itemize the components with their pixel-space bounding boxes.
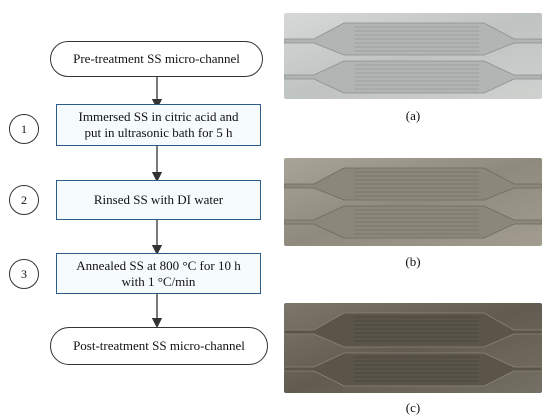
step-1-number: 1 [9, 114, 39, 144]
photo-a-channel-lower [284, 60, 542, 94]
step-1-line1: Immersed SS in citric acid and [78, 109, 239, 124]
photo-c-image [284, 303, 542, 393]
step-3-line1: Annealed SS at 800 °C for 10 h [76, 257, 241, 273]
photo-b-image [284, 158, 542, 246]
photo-c [284, 303, 542, 393]
photo-b [284, 158, 542, 246]
step-2-number: 2 [9, 185, 39, 215]
photo-a-image [284, 13, 542, 99]
start-node-label: Pre-treatment SS micro-channel [73, 51, 240, 66]
photo-b-channel-upper [284, 167, 542, 201]
caption-c: (c) [405, 400, 421, 415]
step-3-box: Annealed SS at 800 °C for 10 h with 1 °C… [56, 253, 261, 294]
end-node-label: Post-treatment SS micro-channel [73, 338, 245, 353]
caption-b: (b) [405, 254, 421, 269]
caption-a: (a) [405, 108, 421, 123]
photo-c-channel-upper [284, 312, 542, 348]
step-2-line1: Rinsed SS with DI water [93, 192, 224, 207]
photo-a-channel-upper [284, 22, 542, 56]
step-1-box: Immersed SS in citric acid and put in ul… [56, 104, 261, 146]
step-2-box: Rinsed SS with DI water [56, 180, 261, 220]
photo-a [284, 13, 542, 99]
photo-b-channel-lower [284, 205, 542, 239]
end-node: Post-treatment SS micro-channel [50, 327, 268, 365]
step-3-line2: with 1 °C/min [121, 273, 196, 289]
step-1-line2: put in ultrasonic bath for 5 h [84, 125, 233, 140]
step-3-number: 3 [9, 259, 39, 289]
start-node: Pre-treatment SS micro-channel [50, 41, 263, 77]
photo-c-channel-lower [284, 352, 542, 387]
